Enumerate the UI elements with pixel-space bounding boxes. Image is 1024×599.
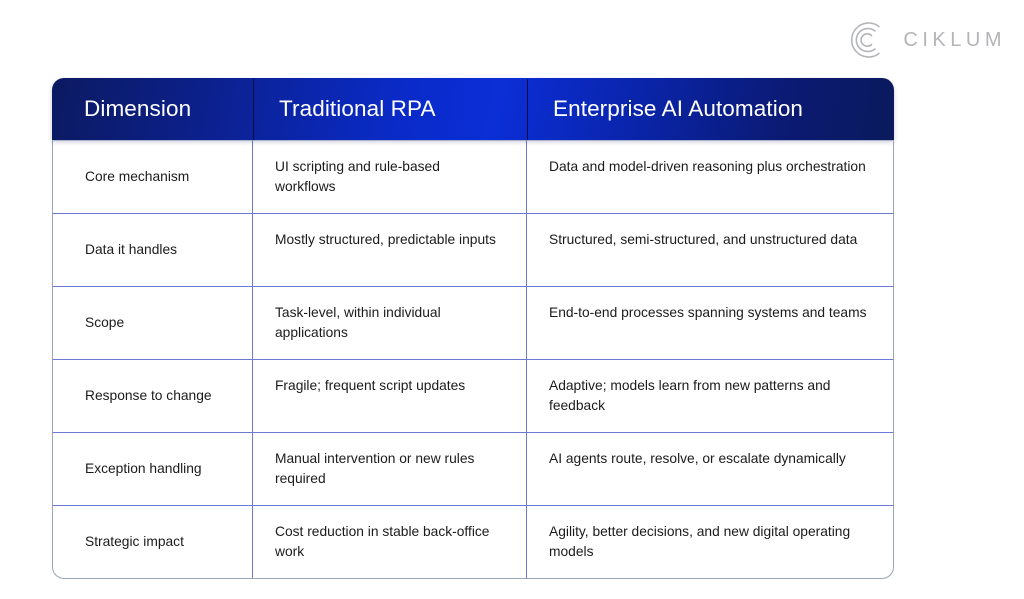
brand-name: CIKLUM	[903, 28, 1006, 51]
column-header-dimension: Dimension	[52, 78, 894, 140]
cell-dimension: Strategic impact	[52, 506, 253, 579]
cell-text: Response to change	[85, 388, 212, 404]
cell-dimension: Exception handling	[52, 433, 253, 506]
cell-text: AI agents route, resolve, or escalate dy…	[549, 451, 846, 466]
cell-text: Mostly structured, predictable inputs	[275, 232, 496, 247]
cell-enterprise-ai: Structured, semi-structured, and unstruc…	[527, 214, 894, 287]
cell-enterprise-ai: AI agents route, resolve, or escalate dy…	[527, 433, 894, 506]
cell-text: Core mechanism	[85, 169, 190, 185]
table-row: Data it handles Mostly structured, predi…	[52, 214, 894, 287]
table-header-row: Dimension Traditional RPA Enterprise AI …	[52, 78, 894, 140]
table-row: Response to change Fragile; frequent scr…	[52, 360, 894, 433]
cell-text: Fragile; frequent script updates	[275, 378, 466, 393]
column-header-traditional-rpa: Traditional RPA	[253, 78, 527, 140]
cell-traditional-rpa: Manual intervention or new rules require…	[253, 433, 527, 506]
cell-traditional-rpa: Fragile; frequent script updates	[253, 360, 527, 433]
cell-traditional-rpa: Task-level, within individual applicatio…	[253, 287, 527, 360]
cell-traditional-rpa: Mostly structured, predictable inputs	[253, 214, 527, 287]
table-row: Scope Task-level, within individual appl…	[52, 287, 894, 360]
table-row: Exception handling Manual intervention o…	[52, 433, 894, 506]
table-header: Dimension Traditional RPA Enterprise AI …	[52, 78, 894, 140]
cell-text: UI scripting and rule-based workflows	[275, 159, 440, 194]
cell-dimension: Core mechanism	[52, 140, 253, 214]
cell-text: Scope	[85, 315, 125, 331]
cell-text: Adaptive; models learn from new patterns…	[549, 378, 831, 413]
cell-enterprise-ai: Data and model-driven reasoning plus orc…	[527, 140, 894, 214]
header-gradient-band	[52, 78, 894, 140]
cell-text: Exception handling	[85, 461, 202, 477]
cell-traditional-rpa: Cost reduction in stable back-office wor…	[253, 506, 527, 579]
brand-logo: CIKLUM	[847, 18, 1006, 62]
table-body: Core mechanism UI scripting and rule-bas…	[52, 140, 894, 579]
cell-traditional-rpa: UI scripting and rule-based workflows	[253, 140, 527, 214]
cell-text: Agility, better decisions, and new digit…	[549, 524, 851, 559]
cell-text: End-to-end processes spanning systems an…	[549, 305, 867, 320]
cell-text: Cost reduction in stable back-office wor…	[275, 524, 490, 559]
cell-enterprise-ai: End-to-end processes spanning systems an…	[527, 287, 894, 360]
ciklum-c-arcs-icon	[851, 22, 881, 58]
cell-dimension: Response to change	[52, 360, 253, 433]
table-row: Strategic impact Cost reduction in stabl…	[52, 506, 894, 579]
cell-text: Strategic impact	[85, 534, 184, 550]
cell-text: Manual intervention or new rules require…	[275, 451, 475, 486]
cell-text: Data it handles	[85, 242, 178, 258]
cell-dimension: Data it handles	[52, 214, 253, 287]
cell-text: Data and model-driven reasoning plus orc…	[549, 159, 866, 174]
table-row: Core mechanism UI scripting and rule-bas…	[52, 140, 894, 214]
column-header-label: Dimension	[84, 96, 192, 121]
comparison-table-container: Dimension Traditional RPA Enterprise AI …	[52, 78, 894, 579]
cell-text: Task-level, within individual applicatio…	[275, 305, 441, 340]
cell-text: Structured, semi-structured, and unstruc…	[549, 232, 858, 247]
cell-enterprise-ai: Agility, better decisions, and new digit…	[527, 506, 894, 579]
column-header-label: Enterprise AI Automation	[553, 96, 804, 121]
column-header-enterprise-ai-automation: Enterprise AI Automation	[527, 78, 894, 140]
cell-dimension: Scope	[52, 287, 253, 360]
column-header-label: Traditional RPA	[279, 96, 436, 121]
cell-enterprise-ai: Adaptive; models learn from new patterns…	[527, 360, 894, 433]
rpa-vs-ai-comparison-table: Dimension Traditional RPA Enterprise AI …	[52, 78, 894, 579]
